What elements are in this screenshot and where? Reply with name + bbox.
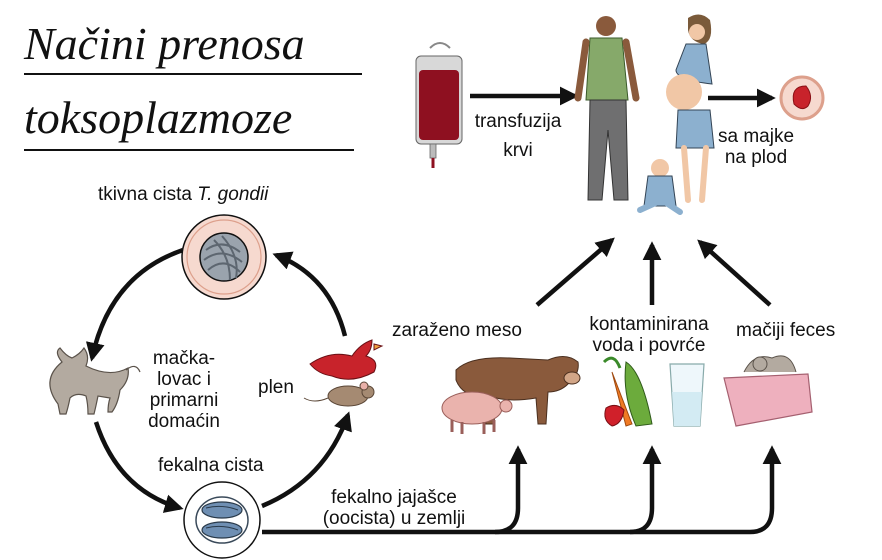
label-cat-host-line-3: primarni	[149, 390, 219, 411]
label-cat-host-line-2: lovac i	[157, 369, 211, 390]
label-transfusion-line-1: transfuzija	[474, 111, 562, 132]
label-water-vegetables-line-1: kontaminirana	[589, 314, 709, 335]
label-water-vegetables: kontaminirana voda i povrće	[566, 314, 732, 356]
arrow-soil-to-litter-box	[630, 445, 782, 535]
soil-path-arrows	[262, 445, 782, 535]
arrow-feces-to-humans	[697, 239, 772, 307]
label-mother-to-fetus: sa majke na plod	[706, 126, 806, 168]
vegetables-illustration	[602, 356, 653, 427]
cat-illustration	[49, 346, 141, 415]
arrow-cyst-to-cat	[85, 247, 184, 362]
label-infected-meat: zaraženo meso	[392, 320, 522, 341]
label-oocyst-line-1: fekalno jajašce	[331, 487, 457, 508]
label-water-vegetables-line-2: voda i povrće	[592, 335, 706, 356]
label-transfusion-line-2: krvi	[503, 140, 533, 161]
title-line-2: toksoplazmoze	[24, 92, 293, 143]
label-prey: plen	[258, 377, 294, 398]
title-underline-1	[24, 73, 362, 75]
label-tissue-cyst-species: T. gondii	[197, 184, 269, 205]
title-underline-2	[24, 149, 354, 151]
label-transfusion: transfuzija krvi	[466, 111, 570, 161]
pregnant-woman-illustration	[666, 14, 715, 203]
prey-illustration	[303, 339, 384, 407]
label-cat-host-line-1: mačka-	[152, 348, 216, 369]
litter-box-illustration	[723, 355, 813, 427]
blood-bag-illustration	[415, 42, 463, 168]
label-tissue-cyst-prefix: tkivna cista	[98, 184, 198, 205]
title-line-1: Načini prenosa	[24, 18, 305, 69]
arrow-cat-to-fecal-cyst	[93, 421, 184, 513]
label-mother-to-fetus-line-1: sa majke	[717, 126, 795, 147]
label-tissue-cyst: tkivna cista T. gondii	[98, 184, 268, 205]
life-cycle-arrows	[85, 247, 352, 513]
arrow-meat-to-humans	[535, 237, 615, 307]
man-illustration	[574, 16, 640, 201]
tissue-cyst-illustration	[181, 214, 267, 300]
label-cat-host: mačka- lovac i primarni domaćin	[136, 348, 232, 432]
arrow-fecal-cyst-to-prey	[261, 411, 352, 509]
arrow-prey-to-cyst	[272, 251, 348, 337]
label-fecal-cyst: fekalna cista	[158, 455, 264, 476]
label-mother-to-fetus-line-2: na plod	[724, 147, 788, 168]
label-oocyst-line-2: (oocista) u zemlji	[322, 508, 466, 529]
cardinal-bird	[309, 339, 384, 380]
pig-illustration	[441, 391, 513, 434]
water-glass-illustration	[669, 363, 705, 427]
fetus-illustration	[779, 75, 825, 121]
human-infection-arrows	[470, 86, 776, 307]
label-cat-host-line-4: domaćin	[148, 411, 220, 432]
fecal-cyst-illustration	[183, 481, 261, 559]
label-cat-feces: mačiji feces	[736, 320, 836, 341]
label-oocyst: fekalno jajašce (oocista) u zemlji	[312, 487, 476, 529]
baby-illustration	[637, 159, 683, 215]
mouse	[303, 381, 375, 407]
